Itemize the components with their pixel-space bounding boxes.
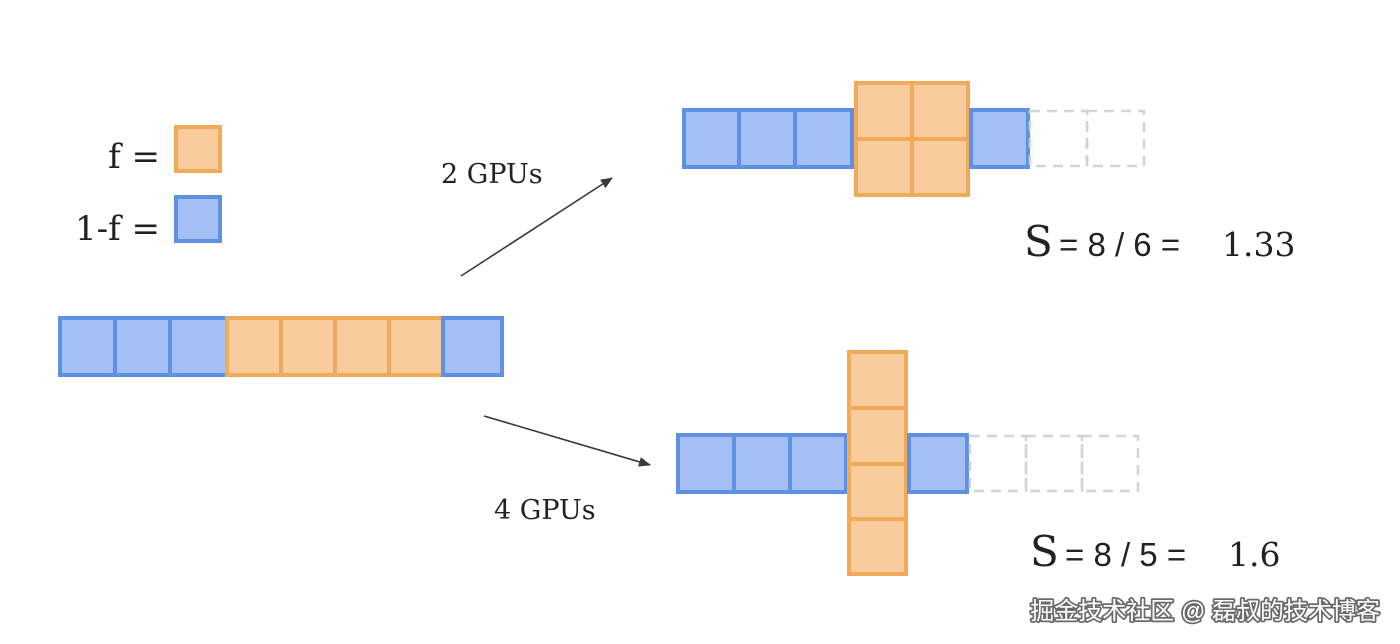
parallel-block xyxy=(732,433,792,494)
parallel-block xyxy=(907,433,969,494)
serial-block xyxy=(854,81,914,141)
legend-serial-label: f = xyxy=(108,137,160,177)
speedup-expression: = 8 / 5 = xyxy=(1065,536,1186,573)
parallel-block xyxy=(788,433,848,494)
parallel-block xyxy=(737,108,797,169)
parallel-block xyxy=(793,108,854,169)
parallel-block xyxy=(682,108,741,169)
label-4-gpus: 4 GPUs xyxy=(494,495,596,526)
watermark: 掘金技术社区 @ 磊叔的技术博客 xyxy=(1030,598,1380,625)
label-2-gpus: 2 GPUs xyxy=(441,159,543,190)
serial-block xyxy=(847,517,908,576)
serial-block xyxy=(333,316,391,377)
speedup-value: 1.33 xyxy=(1222,225,1295,264)
serial-block xyxy=(847,462,908,521)
parallel-block xyxy=(969,108,1030,169)
source-sequence xyxy=(58,316,504,377)
serial-block xyxy=(847,406,908,466)
result-2-gpus: S = 8 / 6 = 1.33 xyxy=(1024,217,1295,266)
legend: f = 1-f = xyxy=(75,125,222,249)
serial-block xyxy=(279,316,337,377)
serial-block xyxy=(854,137,914,197)
parallel-block xyxy=(58,316,117,377)
serial-block xyxy=(225,316,283,377)
saved-time-ghost xyxy=(1028,109,1146,168)
parallel-block xyxy=(113,316,172,377)
serial-block xyxy=(847,350,908,410)
serial-block xyxy=(387,316,445,377)
legend-serial-swatch xyxy=(174,125,222,173)
parallel-block xyxy=(676,433,736,494)
legend-parallel-swatch xyxy=(174,195,222,243)
saved-time-ghost xyxy=(968,434,1140,493)
parallel-block xyxy=(168,316,229,377)
speedup-symbol: S xyxy=(1030,527,1059,576)
parallel-block xyxy=(441,316,504,377)
result-4-gpus: S = 8 / 5 = 1.6 xyxy=(1030,527,1280,576)
speedup-symbol: S xyxy=(1024,217,1053,266)
four-gpu-layout xyxy=(676,350,1140,576)
arrow-to-4gpus xyxy=(483,415,651,467)
speedup-value: 1.6 xyxy=(1228,535,1280,574)
serial-block xyxy=(910,81,970,141)
speedup-expression: = 8 / 6 = xyxy=(1059,226,1180,263)
serial-block xyxy=(910,137,970,197)
two-gpu-layout xyxy=(682,81,1146,197)
legend-parallel-label: 1-f = xyxy=(75,209,160,249)
arrow-to-2gpus xyxy=(460,177,613,277)
